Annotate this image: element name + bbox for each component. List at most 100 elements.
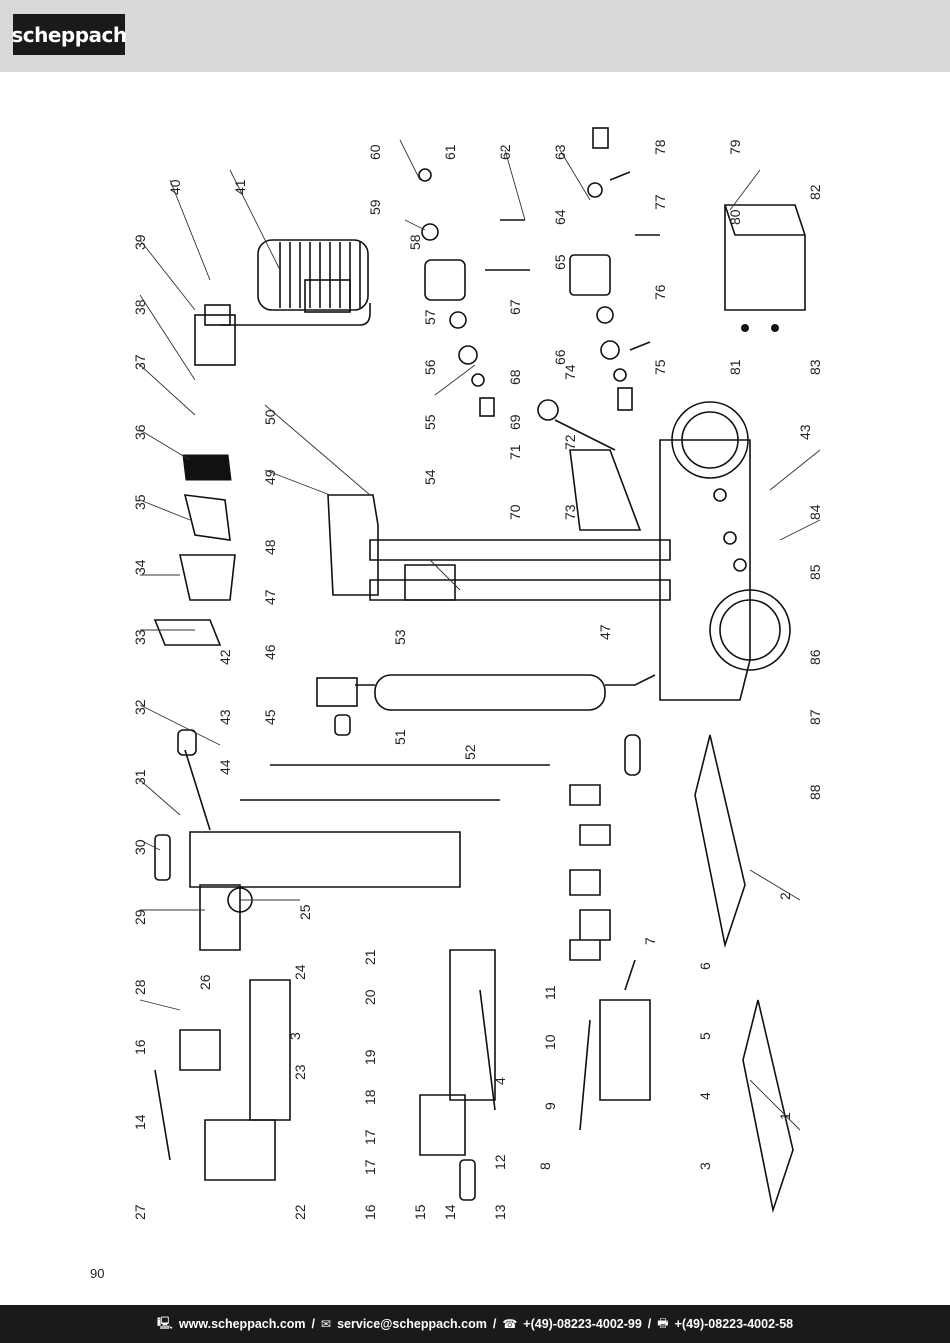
exploded-parts-diagram: 1 2 3 3 4 4 5 6 7 8 9 10 11 12 13 14 14 … — [100, 120, 860, 1260]
callout-label: 6 — [697, 962, 713, 970]
callout-label: 37 — [132, 354, 148, 370]
frame-drawing — [327, 401, 791, 701]
callout-label: 67 — [507, 299, 523, 315]
callout-labels: 1 2 3 3 4 4 5 6 7 8 9 10 11 12 13 14 14 … — [132, 139, 823, 1220]
callout-label: 60 — [367, 144, 383, 160]
callout-label: 69 — [507, 414, 523, 430]
callout-label: 68 — [507, 369, 523, 385]
callout-label: 14 — [442, 1204, 458, 1220]
callout-label: 53 — [392, 629, 408, 645]
callout-label: 1 — [777, 1112, 793, 1120]
callout-label: 56 — [422, 359, 438, 375]
callout-label: 43 — [217, 709, 233, 725]
callout-label: 41 — [232, 179, 248, 195]
callout-label: 86 — [807, 649, 823, 665]
callout-label: 16 — [132, 1039, 148, 1055]
callout-label: 28 — [132, 979, 148, 995]
cylinder-drawing — [240, 674, 656, 801]
callout-label: 32 — [132, 699, 148, 715]
callout-label: 24 — [292, 964, 308, 980]
callout-label: 57 — [422, 309, 438, 325]
callout-label: 5 — [697, 1032, 713, 1040]
callout-label: 14 — [132, 1114, 148, 1130]
callout-label: 26 — [197, 974, 213, 990]
callout-label: 4 — [697, 1092, 713, 1100]
callout-label: 35 — [132, 494, 148, 510]
callout-label: 79 — [727, 139, 743, 155]
callout-label: 49 — [262, 469, 278, 485]
column-drawing — [154, 729, 461, 951]
motor-drawing — [194, 239, 371, 366]
callout-label: 13 — [492, 1204, 508, 1220]
callout-label: 42 — [217, 649, 233, 665]
page-number: 90 — [90, 1266, 105, 1281]
callout-label: 74 — [562, 364, 578, 380]
callout-label: 48 — [262, 539, 278, 555]
leader-lines — [139, 139, 821, 1131]
phone-icon: ☎ — [502, 1317, 518, 1331]
footer-website[interactable]: www.scheppach.com — [178, 1317, 306, 1331]
footer-separator: / — [647, 1317, 652, 1331]
callout-label: 64 — [552, 209, 568, 225]
callout-label: 29 — [132, 909, 148, 925]
callout-label: 17 — [362, 1129, 378, 1145]
callout-label: 72 — [562, 434, 578, 450]
callout-label: 7 — [642, 937, 658, 945]
callout-label: 85 — [807, 564, 823, 580]
footer-phone: +(49)-08223-4002-99 — [523, 1317, 642, 1331]
footer-separator: / — [492, 1317, 497, 1331]
callout-label: 10 — [542, 1034, 558, 1050]
callout-label: 44 — [217, 759, 233, 775]
callout-label: 38 — [132, 299, 148, 315]
mail-icon: ✉ — [321, 1317, 332, 1331]
callout-label: 16 — [362, 1204, 378, 1220]
callout-label: 77 — [652, 194, 668, 210]
callout-label: 51 — [392, 729, 408, 745]
callout-label: 75 — [652, 359, 668, 375]
callout-label: 19 — [362, 1049, 378, 1065]
callout-label: 52 — [462, 744, 478, 760]
footer-separator: / — [311, 1317, 316, 1331]
callout-label: 70 — [507, 504, 523, 520]
callout-label: 54 — [422, 469, 438, 485]
callout-label: 59 — [367, 199, 383, 215]
callout-label: 82 — [807, 184, 823, 200]
callout-label: 30 — [132, 839, 148, 855]
callout-label: 88 — [807, 784, 823, 800]
callout-label: 2 — [777, 892, 793, 900]
callout-label: 80 — [727, 209, 743, 225]
callout-label: 18 — [362, 1089, 378, 1105]
scheppach-logo: scheppach — [11, 14, 127, 55]
callout-label: 76 — [652, 284, 668, 300]
callout-label: 17 — [362, 1159, 378, 1175]
fax-icon: 🖶 — [657, 1315, 669, 1330]
callout-label: 11 — [542, 985, 558, 1000]
callout-label: 9 — [542, 1102, 558, 1110]
footer-email[interactable]: service@scheppach.com — [337, 1317, 487, 1331]
callout-label: 15 — [412, 1204, 428, 1220]
page-footer: 🖳 www.scheppach.com / ✉ service@scheppac… — [0, 1305, 950, 1343]
callout-label: 47 — [262, 589, 278, 605]
callout-label: 22 — [292, 1204, 308, 1220]
callout-label: 87 — [807, 709, 823, 725]
callout-label: 78 — [652, 139, 668, 155]
callout-label: 25 — [297, 904, 313, 920]
callout-label: 55 — [422, 414, 438, 430]
callout-label: 46 — [262, 644, 278, 660]
callout-label: 8 — [537, 1162, 553, 1170]
callout-label: 34 — [132, 559, 148, 575]
computer-icon: 🖳 — [156, 1315, 173, 1330]
callout-label: 20 — [362, 989, 378, 1005]
callout-label: 58 — [407, 234, 423, 250]
callout-label: 71 — [507, 444, 523, 460]
callout-label: 27 — [132, 1204, 148, 1220]
callout-label: 39 — [132, 234, 148, 250]
callout-label: 66 — [552, 349, 568, 365]
callout-label: 21 — [362, 949, 378, 965]
parts-drawing: 1 2 3 3 4 4 5 6 7 8 9 10 11 12 13 14 14 … — [132, 127, 823, 1220]
callout-label: 4 — [492, 1077, 508, 1085]
callout-label: 23 — [292, 1064, 308, 1080]
valve-assembly-drawing — [418, 127, 660, 451]
page-header: scheppach — [0, 0, 950, 72]
callout-label: 62 — [497, 144, 513, 160]
